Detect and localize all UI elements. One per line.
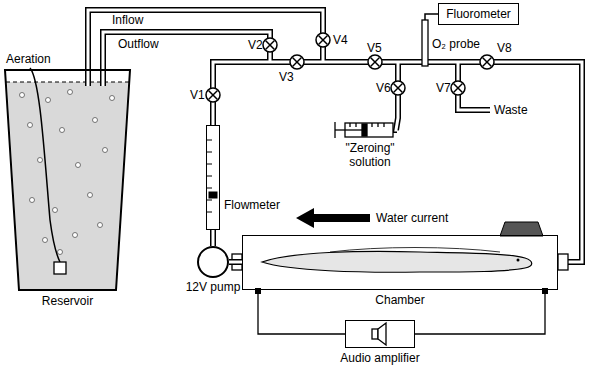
valve-symbols xyxy=(206,33,494,102)
part-label: O₂ probe xyxy=(432,37,480,51)
aeration-tube xyxy=(30,68,60,262)
flowmeter-scale xyxy=(207,140,217,212)
fluorometer-box: Fluorometer xyxy=(438,3,519,25)
valve-label: V8 xyxy=(497,41,512,55)
pump-circle: 12V pump xyxy=(197,246,229,278)
valve-label: V7 xyxy=(436,81,451,95)
valve-label: V2 xyxy=(248,38,263,52)
flow-direction-arrow xyxy=(296,208,370,228)
valve-label: V4 xyxy=(333,33,348,47)
fish-fin xyxy=(330,248,500,253)
pipe-label: Inflow xyxy=(112,13,143,27)
node-label: Flowmeter xyxy=(224,198,280,212)
syringe xyxy=(335,122,393,138)
amplifier-box: Audio amplifier xyxy=(345,320,415,348)
speaker-icon xyxy=(372,323,386,345)
chamber-body: Chamber xyxy=(242,235,558,290)
air-stone xyxy=(54,262,66,274)
reservoir-beaker: Reservoir xyxy=(5,70,130,290)
pipe-bore xyxy=(212,230,215,246)
reservoir-water xyxy=(7,82,128,290)
part-label: Waste xyxy=(494,103,528,117)
oxygen-probe xyxy=(422,20,428,66)
pipe-connector xyxy=(229,262,242,263)
valve-label: V3 xyxy=(279,70,294,84)
chamber-lid xyxy=(500,222,543,236)
pipe-network xyxy=(88,10,582,262)
fish xyxy=(262,251,532,272)
wire-line xyxy=(258,290,345,334)
pipe-wall xyxy=(229,259,242,265)
node-label: 12V pump xyxy=(186,280,241,294)
beaker-outline xyxy=(5,70,130,290)
fish-eye xyxy=(517,259,520,262)
node-label: Fluorometer xyxy=(446,7,511,21)
wire-connector xyxy=(258,290,345,334)
part-label: "Zeroing" solution xyxy=(330,141,410,169)
pipe-label: Outflow xyxy=(118,37,159,51)
water-surface xyxy=(6,82,129,83)
flow-label: Water current xyxy=(376,211,448,225)
flowmeter-tube: Flowmeter xyxy=(206,125,220,230)
node-label: Chamber xyxy=(375,293,424,307)
node-label: Audio amplifier xyxy=(340,351,419,365)
air-bubbles xyxy=(20,90,115,255)
part-label: Aeration xyxy=(6,52,51,66)
node-label: Reservoir xyxy=(42,294,93,308)
pipe-connector xyxy=(213,230,214,246)
electrode-wire xyxy=(415,292,545,334)
pipe-wall xyxy=(210,230,216,246)
valve-label: V1 xyxy=(190,88,205,102)
valve-label: V5 xyxy=(367,41,382,55)
pipe-bore xyxy=(229,261,242,264)
valve-label: V6 xyxy=(376,81,391,95)
